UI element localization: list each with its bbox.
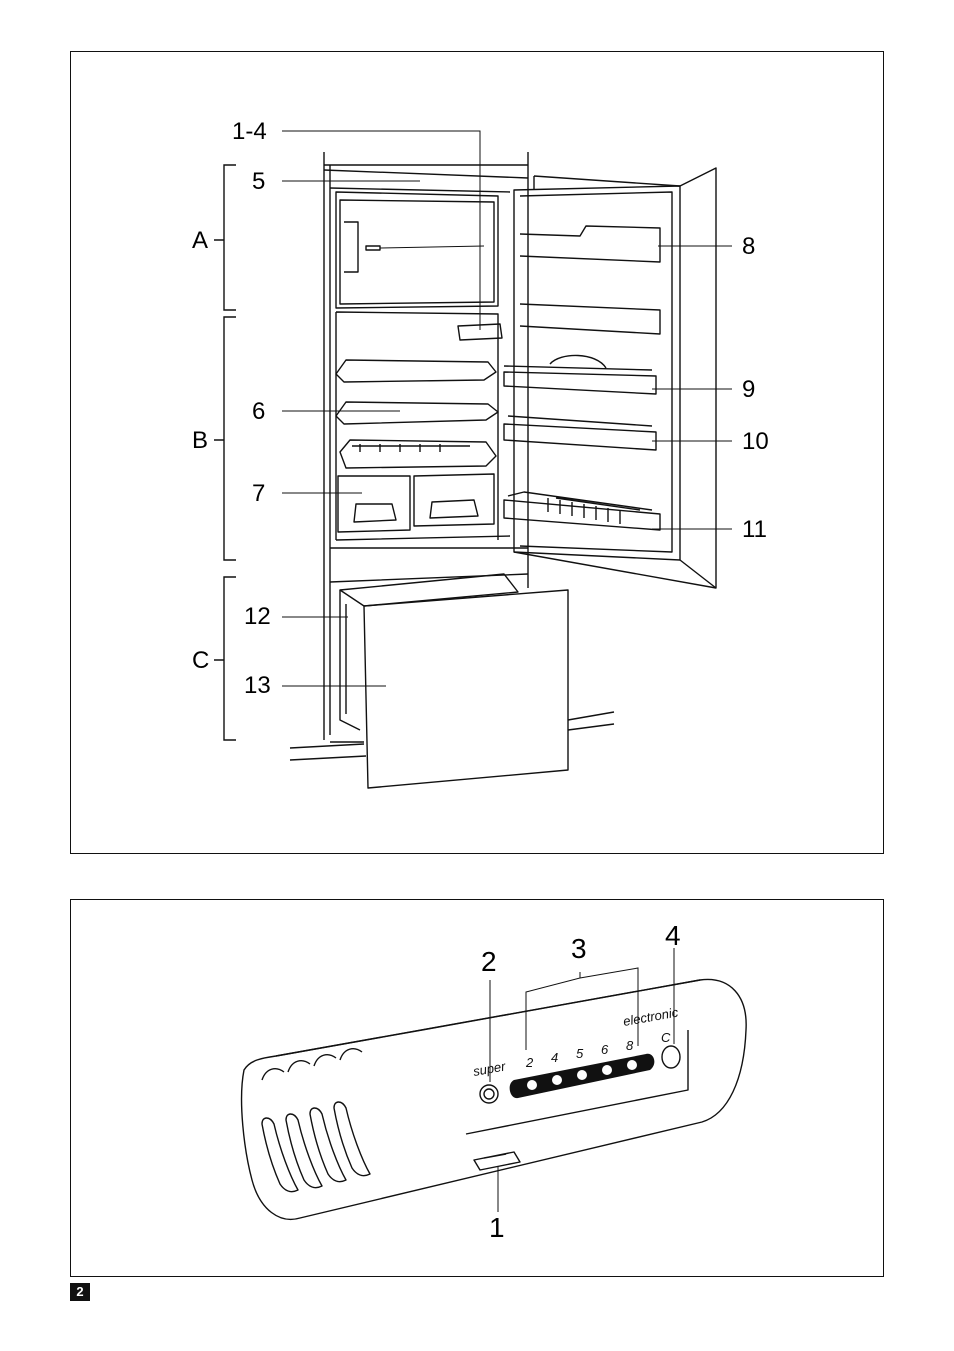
callout-2: 2	[481, 948, 497, 976]
vent-lower	[262, 1118, 298, 1192]
vent-upper	[262, 1049, 362, 1080]
scale-label-6: 6	[601, 1042, 609, 1057]
led-indicator-8	[627, 1060, 637, 1070]
scale-label-8: 8	[626, 1038, 634, 1053]
callout-1: 1	[489, 1214, 505, 1242]
scale-label-5: 5	[576, 1046, 584, 1061]
callout-4: 4	[665, 922, 681, 950]
callout-3: 3	[571, 935, 587, 963]
electronic-label: electronic	[622, 1004, 680, 1029]
led-indicator-4	[552, 1075, 562, 1085]
scale-label-2: 2	[525, 1055, 534, 1070]
page-number: 2	[70, 1283, 90, 1301]
leader-3	[526, 968, 638, 1050]
led-indicator-5	[577, 1070, 587, 1080]
c-button	[662, 1046, 680, 1068]
scale-label-4: 4	[551, 1050, 558, 1065]
super-button	[480, 1085, 498, 1103]
led-indicator-2	[527, 1080, 537, 1090]
led-indicator-6	[602, 1065, 612, 1075]
c-button-label: C	[661, 1030, 671, 1045]
